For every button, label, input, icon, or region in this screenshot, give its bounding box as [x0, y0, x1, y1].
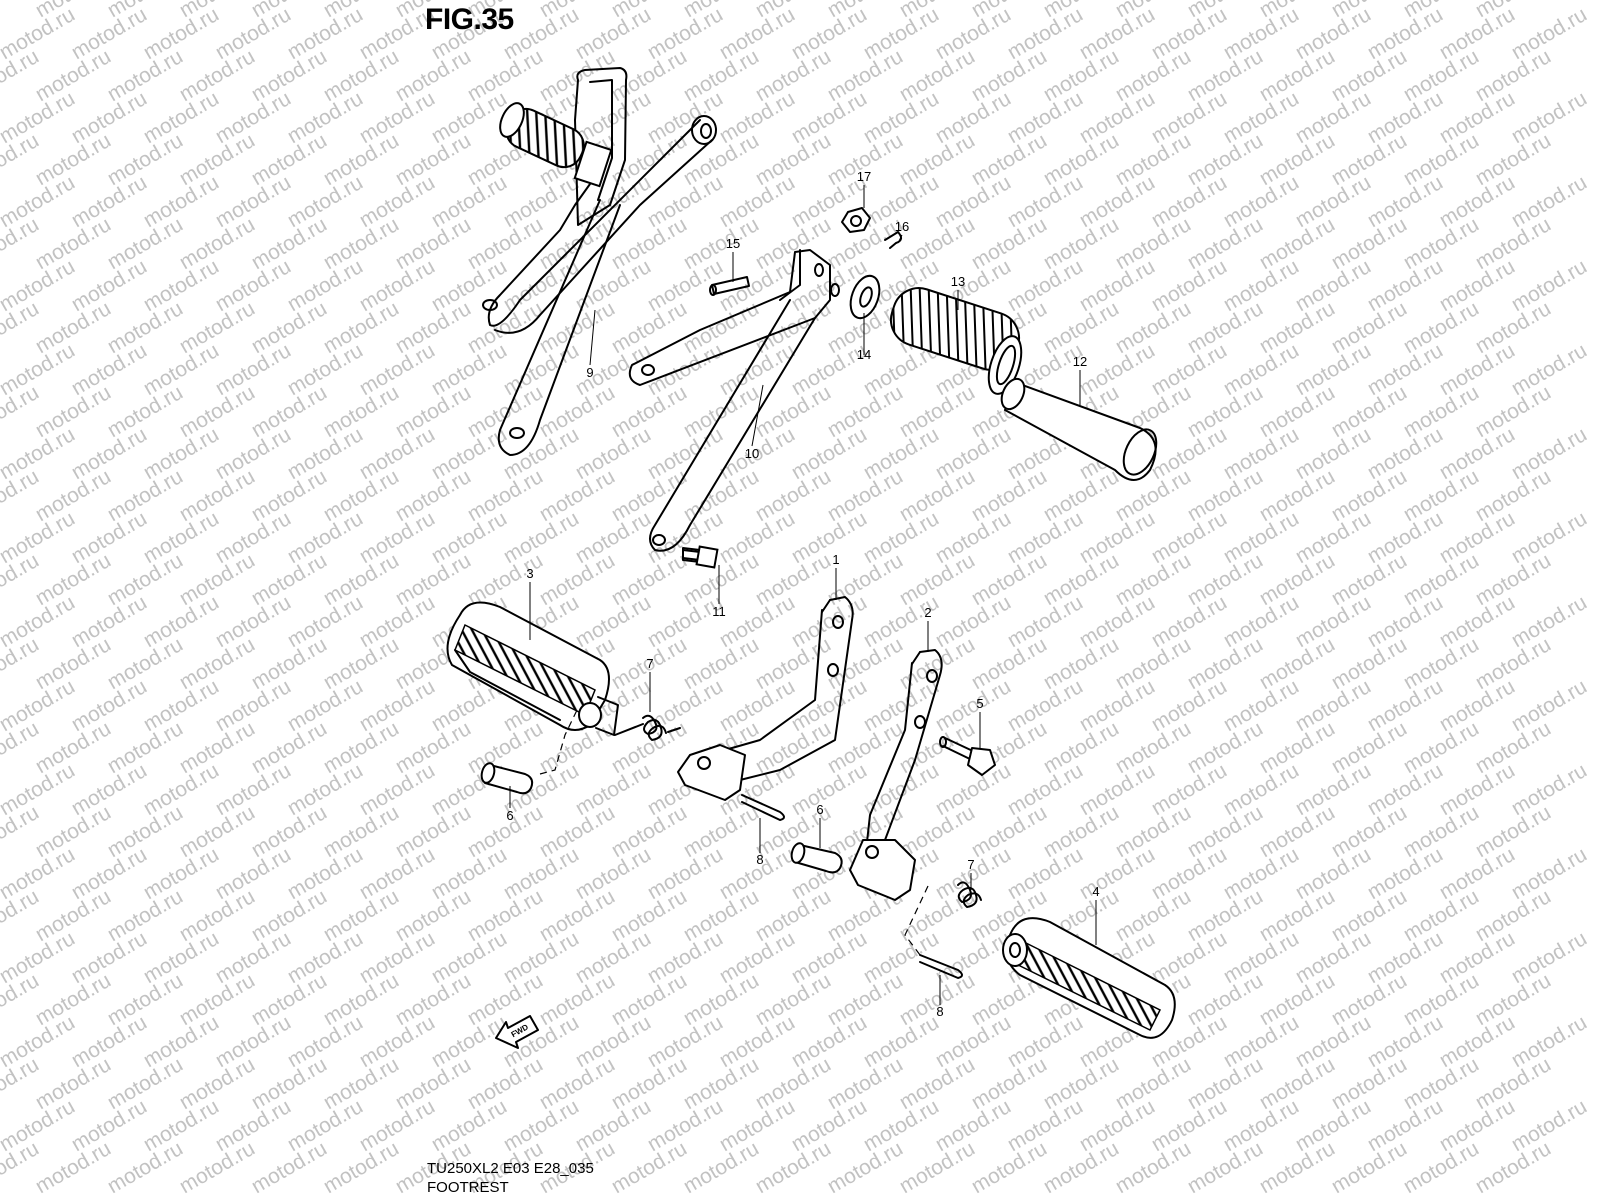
callout-8-right: 8 — [936, 1004, 943, 1019]
figure-code: TU250XL2 E03 E28_035 — [427, 1160, 594, 1177]
fwd-arrow: FWD — [495, 1015, 539, 1049]
part-4-footpeg — [1002, 917, 1176, 1039]
part-1-bracket — [677, 596, 854, 801]
callout-10: 10 — [745, 446, 759, 461]
callout-13: 13 — [951, 274, 965, 289]
callout-14: 14 — [857, 347, 871, 362]
part-7-spring-left — [614, 714, 681, 741]
part-5-bolt — [939, 736, 996, 776]
callout-6-left: 6 — [506, 808, 513, 823]
part-16-clip — [884, 231, 902, 249]
part-9-rear-bracket — [482, 67, 717, 456]
callout-7-left: 7 — [646, 656, 653, 671]
part-6-pin-left — [480, 762, 534, 795]
part-10-front-bracket — [628, 249, 840, 552]
assembly-lines — [539, 707, 929, 956]
part-2-bracket — [849, 649, 943, 901]
callout-9: 9 — [586, 365, 593, 380]
part-7-spring-right — [957, 881, 982, 908]
part-13-grip — [889, 287, 1023, 395]
figure-title: FIG.35 — [425, 3, 514, 36]
callout-12: 12 — [1073, 354, 1087, 369]
callout-17: 17 — [857, 169, 871, 184]
callout-15: 15 — [726, 236, 740, 251]
callout-5: 5 — [976, 696, 983, 711]
figure-name: FOOTREST — [427, 1179, 509, 1196]
callout-7-right: 7 — [967, 857, 974, 872]
part-12-bar — [1000, 377, 1158, 481]
part-3-footpeg — [446, 601, 619, 736]
callout-8-left: 8 — [756, 852, 763, 867]
part-14-washer — [849, 274, 881, 320]
part-8-cotter-left — [741, 794, 785, 821]
part-17-nut — [841, 207, 871, 233]
callout-3: 3 — [526, 566, 533, 581]
part-8-cotter-right — [919, 954, 963, 979]
callouts: 1 2 3 4 5 6 6 7 7 8 8 9 10 11 12 13 14 1… — [506, 169, 1099, 1019]
callout-11: 11 — [712, 604, 726, 619]
callout-16: 16 — [895, 219, 909, 234]
part-11-bolt — [682, 545, 719, 569]
leader-lines — [509, 185, 1097, 1005]
callout-1: 1 — [832, 552, 839, 567]
part-15-pin — [709, 276, 750, 296]
part-6-pin-right — [790, 842, 843, 874]
callout-4: 4 — [1092, 884, 1099, 899]
callout-6-right: 6 — [816, 802, 823, 817]
callout-2: 2 — [924, 605, 931, 620]
